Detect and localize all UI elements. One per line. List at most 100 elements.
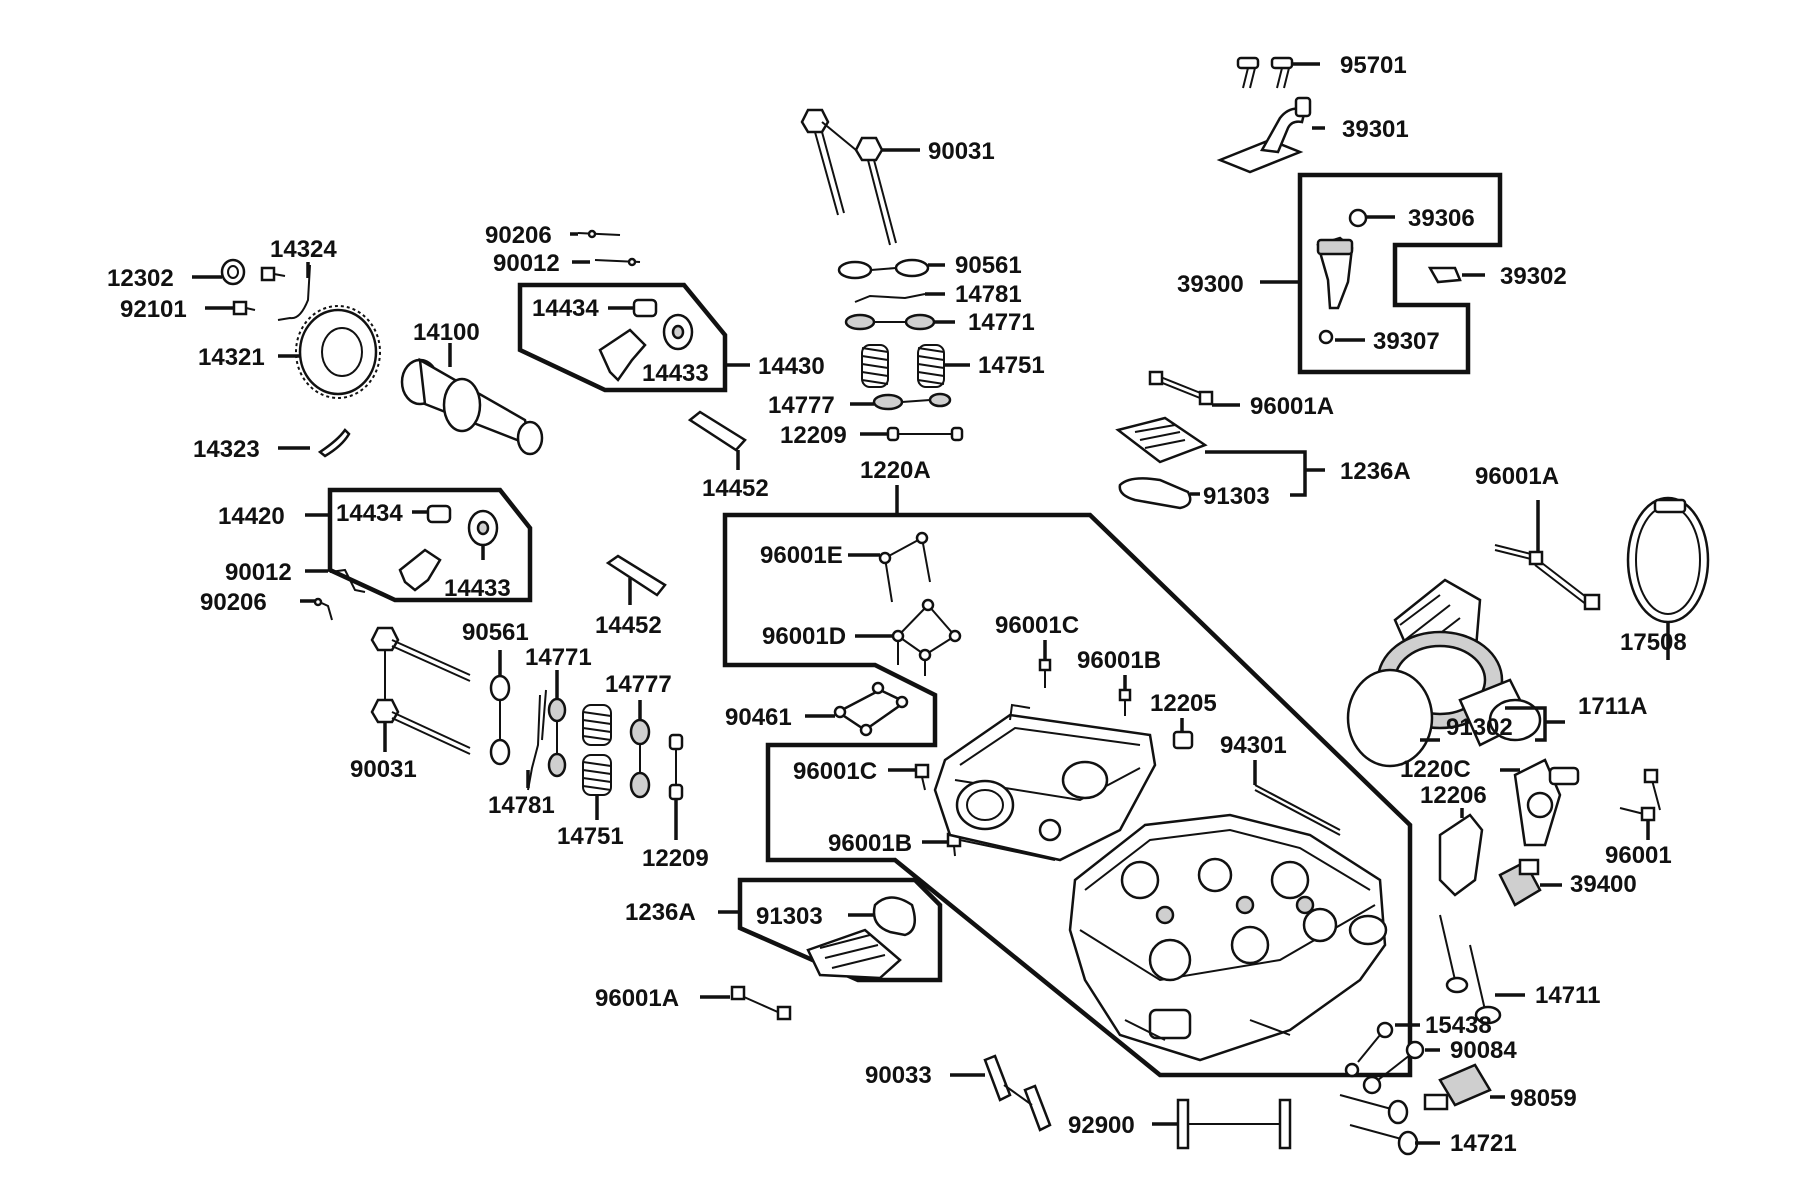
label-96001C-b: 96001C bbox=[793, 758, 877, 785]
gasket-90461 bbox=[833, 681, 909, 737]
label-39307: 39307 bbox=[1373, 328, 1440, 355]
studs-90033 bbox=[983, 1054, 1052, 1132]
oil-seal-12302 bbox=[220, 258, 246, 286]
label-90031-left: 90031 bbox=[350, 756, 417, 783]
bolt-pair-96001A-top bbox=[1148, 370, 1214, 406]
label-39301: 39301 bbox=[1342, 116, 1409, 143]
bolts-96001A-bottom bbox=[730, 985, 792, 1021]
rocker-arm-14420 bbox=[398, 504, 499, 592]
label-91303-bottom: 91303 bbox=[756, 903, 823, 930]
label-14420: 14420 bbox=[218, 503, 285, 530]
label-96001E: 96001E bbox=[760, 542, 843, 569]
label-14430: 14430 bbox=[758, 353, 825, 380]
caps-12209-top bbox=[886, 426, 964, 442]
label-14434-top: 14434 bbox=[532, 295, 599, 322]
label-92101: 92101 bbox=[120, 296, 187, 323]
bolt-pair-96001A-right bbox=[1494, 544, 1601, 611]
label-92900: 92900 bbox=[1068, 1112, 1135, 1139]
label-96001B-a: 96001B bbox=[1077, 647, 1161, 674]
label-39400: 39400 bbox=[1570, 871, 1637, 898]
label-12206: 12206 bbox=[1420, 782, 1487, 809]
hose-clamp-17508 bbox=[1626, 496, 1710, 624]
head-bolts-90031-left bbox=[370, 626, 471, 755]
bolt-pair-95701 bbox=[1236, 56, 1294, 89]
label-14323: 14323 bbox=[193, 436, 260, 463]
label-91302: 91302 bbox=[1446, 714, 1513, 741]
rocker-shaft-14452-top bbox=[687, 410, 747, 452]
pin-94301 bbox=[1254, 784, 1341, 836]
label-90031-top: 90031 bbox=[928, 138, 995, 165]
gasket-12206 bbox=[1438, 813, 1484, 897]
label-12209-top: 12209 bbox=[780, 422, 847, 449]
seats-14771-left bbox=[547, 697, 567, 778]
injector-39300 bbox=[1316, 208, 1462, 345]
label-14751-top: 14751 bbox=[978, 352, 1045, 379]
label-90206-top: 90206 bbox=[485, 222, 552, 249]
exhaust-valve-pair-14711 bbox=[1439, 914, 1502, 1025]
label-14771-top: 14771 bbox=[968, 309, 1035, 336]
head-bolts-90031-top bbox=[800, 108, 897, 246]
water-fitting-39301 bbox=[1216, 96, 1312, 174]
cylinder-head bbox=[1068, 813, 1388, 1062]
thermostat-cover-1236A-bottom bbox=[806, 896, 917, 980]
o-ring-91302 bbox=[1346, 668, 1434, 768]
label-15438: 15438 bbox=[1425, 1012, 1492, 1039]
studs-92900 bbox=[1176, 1098, 1292, 1150]
label-94301: 94301 bbox=[1220, 732, 1287, 759]
bolts-96001D bbox=[891, 598, 962, 676]
cam-sprocket-14321 bbox=[295, 305, 381, 399]
label-14324: 14324 bbox=[270, 236, 337, 263]
label-98059: 98059 bbox=[1510, 1085, 1577, 1112]
retainers-14777-left bbox=[629, 718, 651, 799]
label-39300: 39300 bbox=[1177, 271, 1244, 298]
temperature-sensor-39400 bbox=[1498, 858, 1542, 907]
label-14321: 14321 bbox=[198, 344, 265, 371]
pin-90206-left bbox=[313, 597, 333, 621]
seats-14771-top bbox=[844, 313, 936, 331]
cam-key-14323 bbox=[317, 428, 351, 458]
label-90561-left: 90561 bbox=[462, 619, 529, 646]
retainers-14777-top bbox=[872, 392, 952, 411]
valve-keepers-15438 bbox=[1344, 1021, 1394, 1078]
washers-90561-left bbox=[489, 674, 511, 766]
clips-14781-top bbox=[854, 293, 926, 303]
label-14434-left: 14434 bbox=[336, 500, 403, 527]
label-1236A-top: 1236A bbox=[1340, 458, 1411, 485]
label-90206-left: 90206 bbox=[200, 589, 267, 616]
label-14100: 14100 bbox=[413, 319, 480, 346]
label-14751-left: 14751 bbox=[557, 823, 624, 850]
chain-guide-14324 bbox=[277, 264, 311, 321]
plug-12205 bbox=[1172, 730, 1194, 750]
label-14721: 14721 bbox=[1450, 1130, 1517, 1157]
label-95701: 95701 bbox=[1340, 52, 1407, 79]
label-96001A-right: 96001A bbox=[1475, 463, 1559, 490]
label-96001B-b: 96001B bbox=[828, 830, 912, 857]
cam-carrier bbox=[933, 703, 1157, 862]
valve-seals-90084 bbox=[1362, 1040, 1425, 1095]
label-1711A: 1711A bbox=[1578, 693, 1647, 720]
springs-14751-top bbox=[861, 344, 945, 388]
label-96001A-top: 96001A bbox=[1250, 393, 1334, 420]
label-14711: 14711 bbox=[1535, 982, 1600, 1009]
label-14777-top: 14777 bbox=[768, 392, 835, 419]
label-90012-left: 90012 bbox=[225, 559, 292, 586]
label-39302: 39302 bbox=[1500, 263, 1567, 290]
label-90012-top: 90012 bbox=[493, 250, 560, 277]
label-1220C: 1220C bbox=[1400, 756, 1471, 783]
intake-valve-pair-14721 bbox=[1339, 1094, 1419, 1156]
springs-14751-left bbox=[582, 704, 612, 796]
clips-14781-left bbox=[527, 689, 547, 791]
caps-12209-left bbox=[668, 733, 684, 801]
bolt-96001C-b bbox=[914, 763, 930, 791]
label-14433-left: 14433 bbox=[444, 575, 511, 602]
box-39300 bbox=[1297, 172, 1503, 375]
bolt-96001B-a bbox=[1118, 688, 1132, 716]
pin-90206-top bbox=[577, 229, 621, 239]
label-14781-left: 14781 bbox=[488, 792, 555, 819]
label-12205: 12205 bbox=[1150, 690, 1217, 717]
pin-90012-top bbox=[594, 257, 641, 267]
box-14430 bbox=[517, 282, 728, 393]
label-90561-top: 90561 bbox=[955, 252, 1022, 279]
label-14781-top: 14781 bbox=[955, 281, 1022, 308]
